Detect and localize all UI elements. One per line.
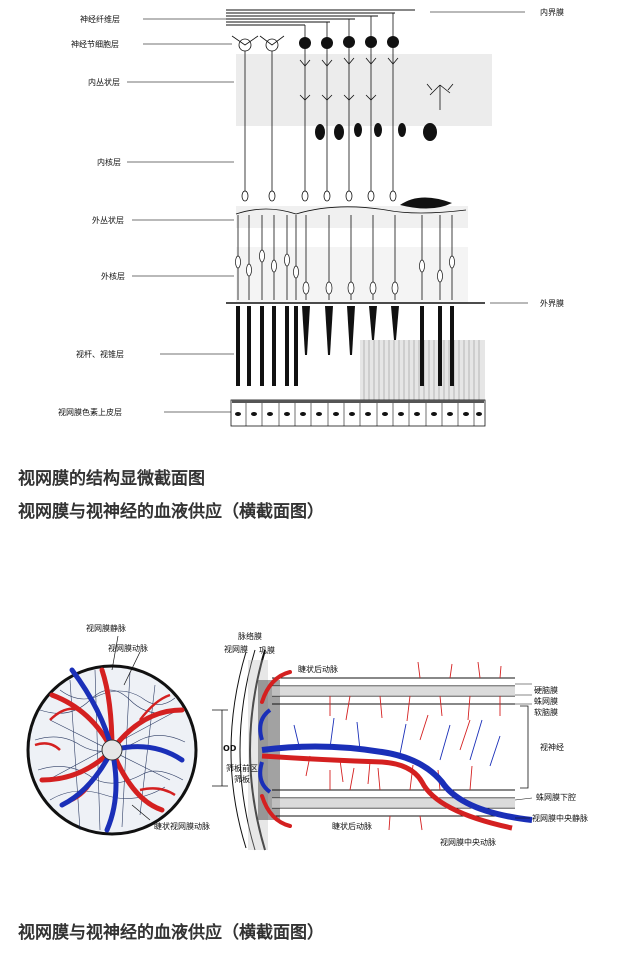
label-nerve-fiber-layer: 神经纤维层 [80, 15, 120, 24]
label-retinal-vein: 视网膜静脉 [86, 624, 126, 633]
label-rod-cone-layer: 视杆、视锥层 [76, 350, 124, 359]
label-cilioretinal-artery: 睫状视网膜动脉 [154, 822, 210, 831]
label-od: OD [223, 744, 237, 753]
caption-blood-supply-2: 视网膜与视神经的血液供应（横截面图） [18, 923, 324, 943]
label-outer-plexiform-layer: 外丛状层 [92, 216, 124, 225]
blood-supply-drawing [26, 635, 533, 851]
label-retinal-artery: 视网膜动脉 [108, 644, 148, 653]
label-central-retinal-artery: 视网膜中央动脉 [440, 838, 496, 847]
label-rpe-layer: 视网膜色素上皮层 [58, 408, 122, 417]
label-sclera: 巩膜 [259, 646, 275, 655]
label-post-ciliary-artery-top: 睫状后动脉 [298, 665, 338, 674]
label-lamina: 筛板 [234, 775, 250, 784]
label-lamina-front: 筛板前区 [226, 764, 258, 773]
label-inner-plexiform-layer: 内丛状层 [88, 78, 120, 87]
caption-retina-structure: 视网膜的结构显微截面图 [18, 469, 205, 489]
label-post-ciliary-artery-bottom: 睫状后动脉 [332, 822, 372, 831]
blood-supply-figure: 视网膜静脉 视网膜动脉 脉络膜 视网膜 巩膜 睫状后动脉 OD 筛板前区 筛板 … [0, 600, 640, 880]
label-inner-nuclear-layer: 内核层 [97, 158, 121, 167]
label-arachnoid: 蛛网膜 [534, 697, 558, 706]
caption-blood-supply-1: 视网膜与视神经的血液供应（横截面图） [18, 502, 324, 522]
label-choroid: 脉络膜 [238, 632, 262, 641]
label-subarachnoid-space: 蛛网膜下腔 [536, 793, 576, 802]
label-retina: 视网膜 [224, 645, 248, 654]
label-outer-limiting-membrane: 外界膜 [540, 299, 564, 308]
label-optic-nerve: 视神经 [540, 743, 564, 752]
label-inner-limiting-membrane: 内界膜 [540, 8, 564, 17]
label-ganglion-cell-layer: 神经节细胞层 [71, 40, 119, 49]
label-pia: 软脑膜 [534, 708, 558, 717]
label-dura: 硬脑膜 [534, 686, 558, 695]
retina-structure-drawing [127, 9, 528, 427]
retina-structure-figure: 神经纤维层 神经节细胞层 内丛状层 内核层 外丛状层 外核层 视杆、视锥层 视网… [0, 0, 640, 440]
label-outer-nuclear-layer: 外核层 [101, 272, 125, 281]
label-central-retinal-vein: 视网膜中央静脉 [532, 814, 588, 823]
